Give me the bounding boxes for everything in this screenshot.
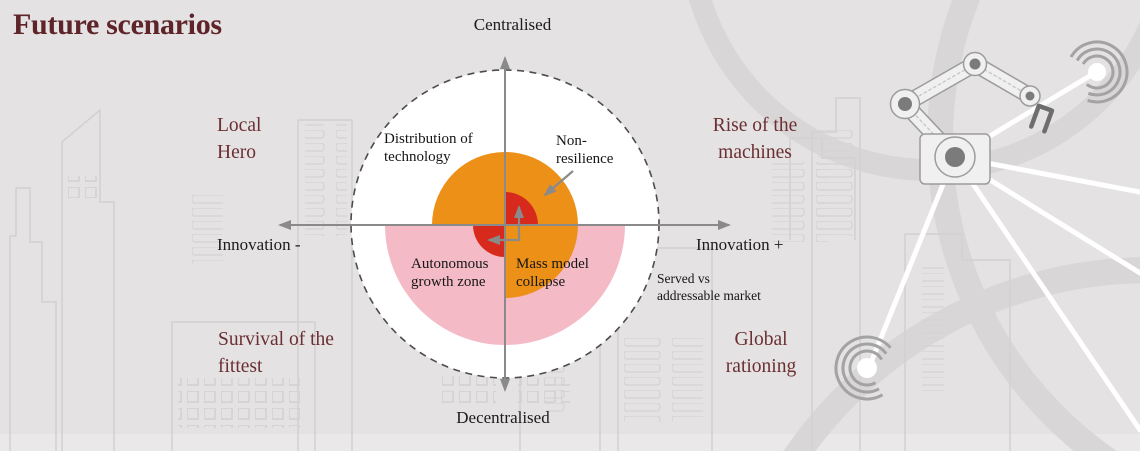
axis-label-bottom: Decentralised (456, 408, 550, 427)
zone-label-non-resilience: Non- resilience (556, 133, 614, 167)
city-skyline-icon (9, 97, 1011, 451)
scenario-local-hero: Local Hero (217, 115, 262, 163)
page-title: Future scenarios (13, 8, 222, 41)
non-resilience-arrow (543, 170, 574, 197)
served-vs-addressable-market-note: Served vs addressable market (657, 271, 761, 303)
zone-label-mass-model-collapse: Mass model collapse (516, 256, 589, 290)
signal-ripple-icon-top (1065, 40, 1129, 104)
axis-label-top: Centralised (473, 15, 552, 34)
axis-label-left: Innovation - (217, 235, 301, 254)
robot-joints (889, 51, 1041, 120)
scenario-global-rationing: Global rationing (725, 329, 797, 377)
gripper-icon (1029, 103, 1055, 134)
scenario-rise-of-the-machines: Rise of the machines (712, 115, 798, 163)
red-zones-elbow-arrow (487, 205, 524, 245)
zone-label-autonomous-growth-zone: Autonomous growth zone (411, 256, 489, 290)
scenario-survival-of-the-fittest: Survival of the fittest (218, 329, 334, 377)
zone-label-distribution-of-technology: Distribution of technology (384, 131, 473, 165)
axis-label-right: Innovation + (696, 235, 784, 254)
signal-ripple-icon-bottom (834, 335, 900, 401)
